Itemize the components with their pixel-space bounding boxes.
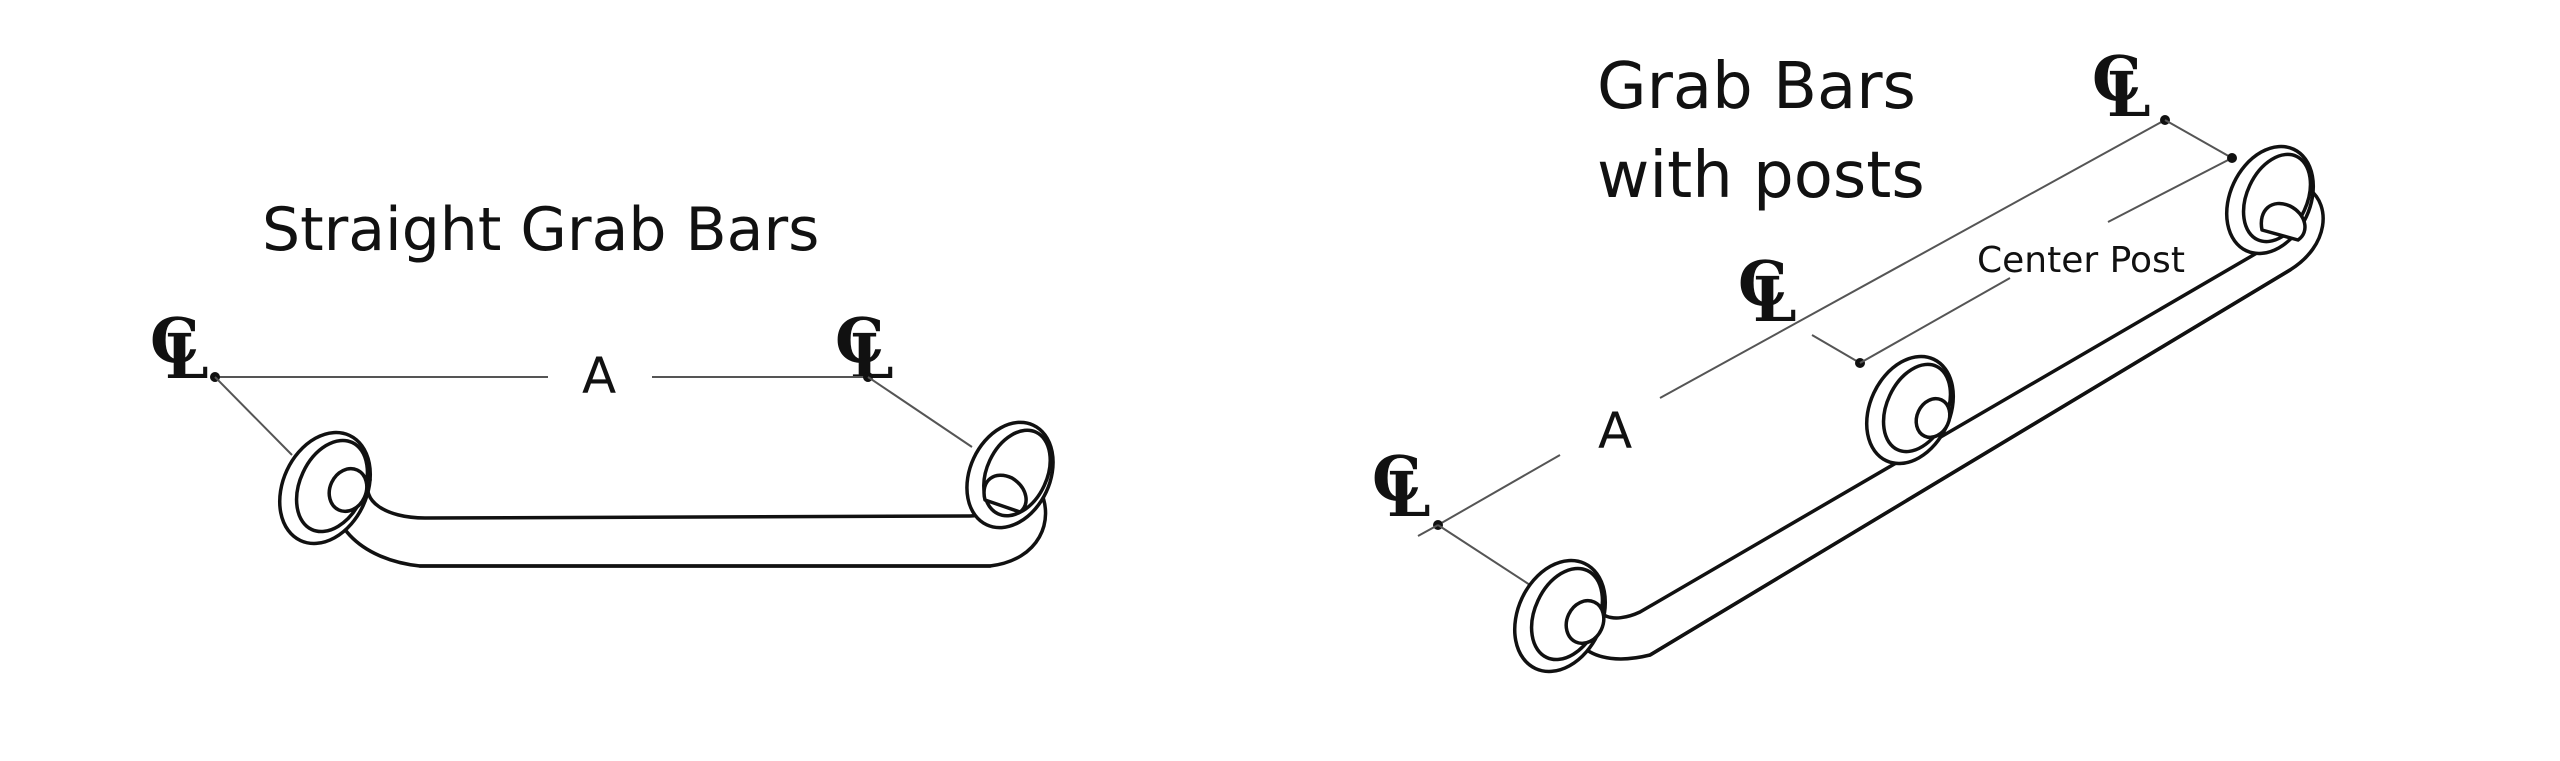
centerline-symbol: C (1738, 247, 1787, 320)
grab-bars-title-line2: with posts (1597, 139, 1925, 213)
wall-flange-left (277, 430, 373, 546)
centerline-marker-bottom-left: C L (1372, 442, 1431, 531)
centerline-point (2227, 153, 2237, 163)
leader-line (214, 376, 293, 456)
dimension-line-upper-segment (1659, 119, 2166, 399)
grab-bar-tube (1569, 188, 2325, 661)
leader-line (867, 376, 973, 448)
center-post-flange (1864, 354, 1956, 466)
centerline-symbol-l: L (2107, 58, 2151, 131)
dimension-line-lower-segment (1437, 454, 1561, 526)
centerline-marker-center: C L (1738, 247, 1797, 336)
centerline-symbol-l: L (165, 320, 209, 393)
leader-line (1437, 524, 1531, 586)
centerline-symbol-l: L (850, 320, 894, 393)
center-post-label: Center Post (1977, 240, 2185, 281)
grab-bars-title-line1: Grab Bars (1597, 50, 1916, 124)
leader-line (2164, 119, 2233, 159)
grab-bar-edge (1648, 268, 2292, 657)
center-post-leader (1859, 277, 2011, 364)
centerline-symbol-l: L (1387, 458, 1431, 531)
centerline-symbol: C (1372, 442, 1421, 515)
wall-flange-upper-right (2224, 144, 2316, 256)
grab-bar-with-posts-figure: Grab Bars with posts C L C L C L A Cent (1372, 42, 2325, 674)
centerline-symbol-l: L (1753, 263, 1797, 336)
centerline-marker-left: C L (150, 304, 209, 393)
straight-grab-bar-figure: Straight Grab Bars C L C L A (150, 195, 1055, 568)
centerline-marker-right: C L (835, 304, 894, 393)
leader-line (1811, 334, 1861, 364)
dimension-tick (1417, 524, 1439, 537)
grab-bar-tube (333, 476, 1048, 568)
wall-flange-right (965, 420, 1055, 530)
centerline-symbol: C (2092, 42, 2141, 115)
centerline-symbol: C (835, 304, 884, 377)
straight-grab-bars-title: Straight Grab Bars (262, 195, 819, 265)
centerline-symbol: C (150, 304, 199, 377)
centerline-marker-top-right: C L (2092, 42, 2151, 131)
center-post-leader (2107, 157, 2233, 223)
dimension-a-label: A (1598, 402, 1632, 460)
dimension-a-label: A (582, 347, 616, 405)
wall-flange-lower-left (1512, 558, 1608, 674)
